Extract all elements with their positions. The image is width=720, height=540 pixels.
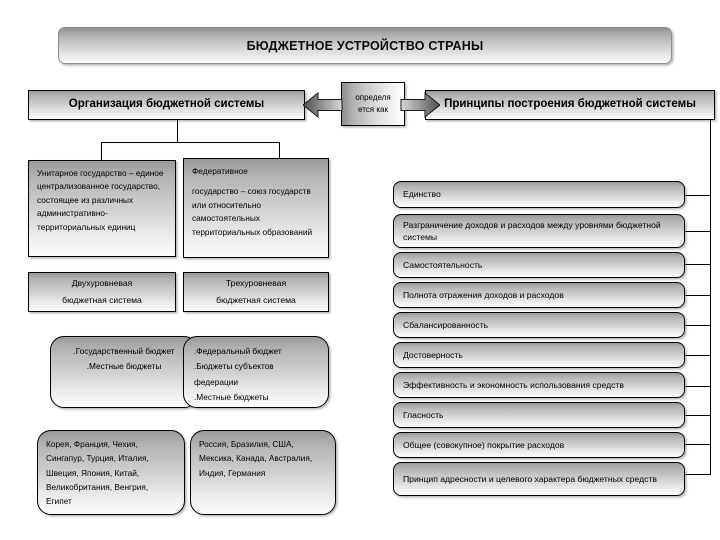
spacer bbox=[192, 178, 320, 185]
principle-label: Достоверность bbox=[403, 349, 463, 360]
box-federative-countries: Россия, Бразилия, США, Мексика, Канада, … bbox=[190, 430, 336, 515]
arrow-right-icon bbox=[400, 92, 440, 118]
box-three-level-system-line-2: бюджетная система bbox=[216, 295, 296, 305]
box-three-level-system-line-1: Трехуровневая bbox=[225, 277, 287, 288]
principle-label: Разграничение доходов и расходов между у… bbox=[403, 219, 661, 242]
principle-box-6: Достоверность bbox=[393, 342, 685, 368]
principle-label: Эффективность и экономность использовани… bbox=[403, 379, 624, 390]
box-unitary-state-text: Унитарное государство – единое централиз… bbox=[37, 168, 164, 232]
two-level-budget-item: .Местные бюджеты bbox=[86, 361, 162, 372]
connector-principle-branch bbox=[685, 386, 711, 387]
principle-label: Полнота отражения доходов и расходов bbox=[403, 289, 564, 300]
slide-title-banner: БЮДЖЕТНОЕ УСТРОЙСТВО СТРАНЫ bbox=[58, 27, 672, 64]
connector-principle-branch bbox=[685, 231, 711, 232]
box-federative-state-title: Федеративное bbox=[192, 166, 248, 176]
box-federative-countries-text: Россия, Бразилия, США, Мексика, Канада, … bbox=[199, 439, 313, 478]
connector-principle-branch bbox=[685, 295, 711, 296]
connector-principle-branch bbox=[685, 474, 711, 475]
principle-box-7: Эффективность и экономность использовани… bbox=[393, 372, 685, 398]
box-budget-system-organization-label: Организация бюджетной системы bbox=[68, 98, 265, 111]
box-three-level-budgets: .Федеральный бюджет .Бюджеты субъектов ф… bbox=[183, 336, 329, 408]
connector-principle-branch bbox=[685, 444, 711, 445]
principle-label: Общее (совокупное) покрытие расходов bbox=[403, 439, 565, 450]
principle-label: Единство bbox=[403, 189, 441, 200]
box-unitary-countries-text: Корея, Франция, Чехия, Сингапур, Турция,… bbox=[46, 439, 149, 507]
principle-box-10: Принцип адресности и целевого характера … bbox=[393, 462, 685, 496]
principle-box-3: Самостоятельность bbox=[393, 252, 685, 278]
box-two-level-system-line-1: Двухуровневая bbox=[71, 277, 133, 288]
principle-box-9: Общее (совокупное) покрытие расходов bbox=[393, 432, 685, 458]
principle-label: Принцип адресности и целевого характера … bbox=[403, 473, 657, 484]
principle-box-2: Разграничение доходов и расходов между у… bbox=[393, 214, 685, 248]
arrow-left-icon bbox=[303, 92, 343, 118]
connector-principle-branch bbox=[685, 325, 711, 326]
connector-principle-branch bbox=[685, 195, 711, 196]
page-title: БЮДЖЕТНОЕ УСТРОЙСТВО СТРАНЫ bbox=[246, 38, 484, 53]
three-level-budget-item: .Бюджеты субъектов федерации bbox=[194, 361, 274, 387]
box-two-level-system-line-2: бюджетная система bbox=[62, 295, 142, 305]
principle-box-4: Полнота отражения доходов и расходов bbox=[393, 282, 685, 308]
connector-org-branch-left bbox=[101, 142, 102, 160]
principle-label: Сбалансированность bbox=[403, 319, 489, 330]
two-level-budget-item: .Государственный бюджет bbox=[73, 346, 175, 356]
principle-box-5: Сбалансированность bbox=[393, 312, 685, 338]
principle-box-8: Гласность bbox=[393, 402, 685, 428]
three-level-budget-item: .Федеральный бюджет bbox=[194, 346, 282, 356]
box-unitary-state: Унитарное государство – единое централиз… bbox=[28, 160, 176, 257]
principle-box-1: Единство bbox=[393, 181, 685, 208]
box-budget-system-organization: Организация бюджетной системы bbox=[28, 90, 305, 120]
connector-principle-branch bbox=[685, 415, 711, 416]
box-three-level-system: Трехуровневая бюджетная система bbox=[183, 272, 329, 312]
connector-org-stem bbox=[177, 120, 178, 142]
principle-label: Самостоятельность bbox=[403, 259, 483, 270]
box-budget-system-principles: Принципы построения бюджетной системы bbox=[425, 90, 715, 120]
three-level-budget-item: .Местные бюджеты bbox=[194, 392, 269, 403]
box-two-level-budgets: .Государственный бюджет .Местные бюджеты bbox=[50, 336, 198, 408]
connector-principle-branch bbox=[685, 264, 711, 265]
box-budget-system-principles-label: Принципы построения бюджетной системы bbox=[444, 98, 696, 111]
connector-org-branch-right bbox=[279, 142, 280, 158]
box-two-level-system: Двухуровневая бюджетная система bbox=[28, 272, 176, 312]
connector-org-bar bbox=[101, 142, 279, 143]
defined-as-line-1: определя bbox=[355, 93, 391, 103]
box-federative-state-text: государство – союз государств или относи… bbox=[192, 186, 313, 237]
box-defined-as: определя ется как bbox=[341, 82, 405, 126]
connector-principle-branch bbox=[685, 355, 711, 356]
box-unitary-countries: Корея, Франция, Чехия, Сингапур, Турция,… bbox=[37, 430, 185, 515]
box-federative-state: Федеративное государство – союз государс… bbox=[183, 158, 329, 258]
defined-as-line-2: ется как bbox=[358, 105, 388, 114]
principle-label: Гласность bbox=[403, 409, 444, 420]
connector-principles-trunk bbox=[710, 120, 711, 474]
